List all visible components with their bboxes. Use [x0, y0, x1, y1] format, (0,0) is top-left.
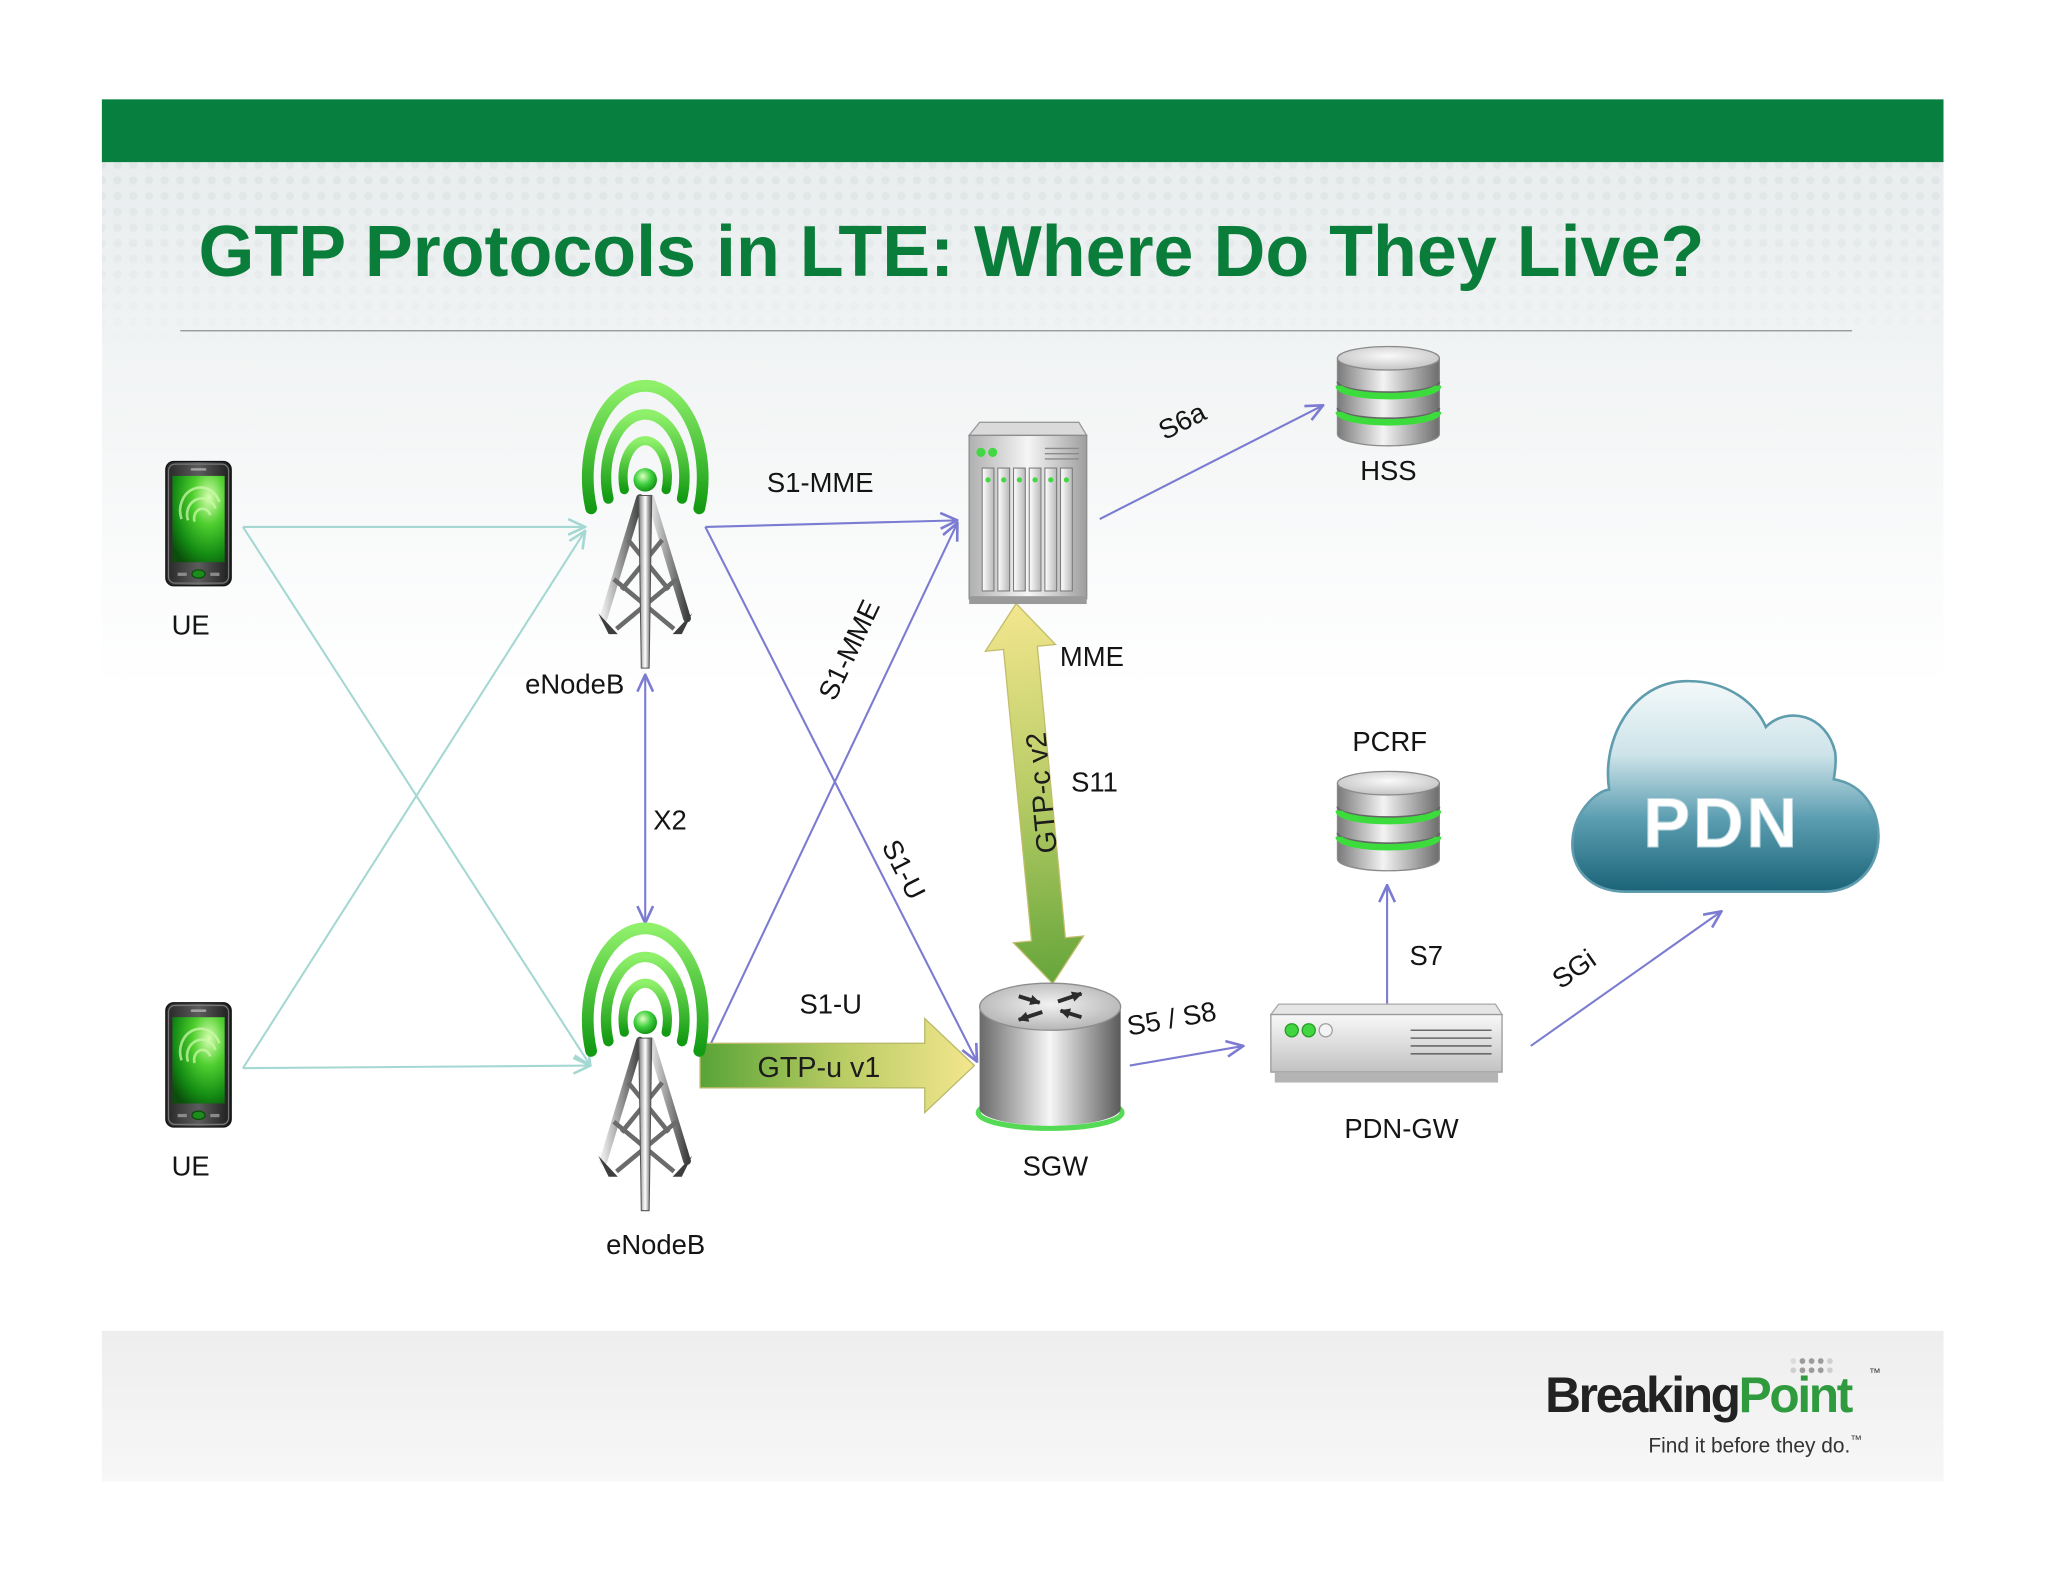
- s1-mme-top-label: S1-MME: [767, 467, 874, 498]
- pdn-label: PDN: [1643, 783, 1800, 862]
- mme-label: MME: [1060, 641, 1124, 672]
- pdn-gw-label: PDN-GW: [1344, 1113, 1458, 1144]
- hss-label: HSS: [1360, 455, 1416, 486]
- link-s6a: [1099, 405, 1323, 520]
- enodeb-top-label: eNodeB: [525, 668, 624, 699]
- link-s5-s8: [1129, 1046, 1244, 1067]
- ue-top-phone-icon: [164, 460, 233, 588]
- ue-bottom-phone-icon: [164, 1001, 233, 1129]
- hss-database-icon: [1337, 346, 1439, 445]
- logo-brand-part1: Breaking: [1545, 1367, 1739, 1423]
- logo-dots-icon: [1790, 1358, 1833, 1374]
- logo-trademark: ™: [1869, 1367, 1881, 1380]
- logo-tagline-text: Find it before they do.: [1648, 1435, 1850, 1458]
- radio-link-ue-bottom-enodeb-bottom: [242, 1066, 590, 1069]
- link-s1-u-cross: [704, 526, 977, 1062]
- s7-label: S7: [1410, 940, 1444, 971]
- s1-u-bottom-label: S1-U: [799, 989, 861, 1020]
- mme-server-icon: [967, 421, 1088, 605]
- router-arrows-icon: [1017, 991, 1083, 1022]
- enodeb-bottom-label: eNodeB: [606, 1229, 705, 1260]
- logo-wordmark: BreakingPoint: [1545, 1367, 1853, 1423]
- ue-bottom-label: UE: [172, 1151, 210, 1182]
- footer-band: [101, 1330, 1944, 1482]
- link-s1-mme-top: [705, 520, 957, 527]
- header-bar: [101, 99, 1944, 163]
- radio-link-ue-bottom-enodeb-top: [242, 531, 585, 1069]
- interface-links: [645, 405, 1722, 1067]
- logo-tagline: Find it before they do.™: [1648, 1433, 1862, 1457]
- logo-brand-part2: Point: [1739, 1367, 1853, 1423]
- link-s1-mme-cross: [706, 523, 957, 1051]
- header-dot-texture: [101, 162, 1944, 346]
- sgw-router-icon: [975, 982, 1125, 1131]
- pcrf-label: PCRF: [1352, 726, 1427, 757]
- sgw-label: SGW: [1023, 1151, 1089, 1182]
- pcrf-database-icon: [1337, 771, 1439, 870]
- gtp-u-label: GTP-u v1: [757, 1052, 880, 1084]
- breakingpoint-logo: BreakingPoint ™ Find it before they do.™: [1545, 1358, 1881, 1458]
- logo-tagline-trademark: ™: [1850, 1433, 1862, 1446]
- link-sgi: [1530, 911, 1722, 1047]
- radio-links: [242, 527, 590, 1069]
- s11-label: S11: [1071, 766, 1118, 797]
- slide-title: GTP Protocols in LTE: Where Do They Live…: [199, 212, 1705, 292]
- pdn-gw-device-icon: [1269, 1003, 1504, 1083]
- x2-label: X2: [653, 804, 687, 835]
- pdn-cloud-icon: PDN: [1571, 679, 1880, 893]
- gtp-u-arrow: [699, 1016, 976, 1115]
- ue-top-label: UE: [172, 609, 210, 640]
